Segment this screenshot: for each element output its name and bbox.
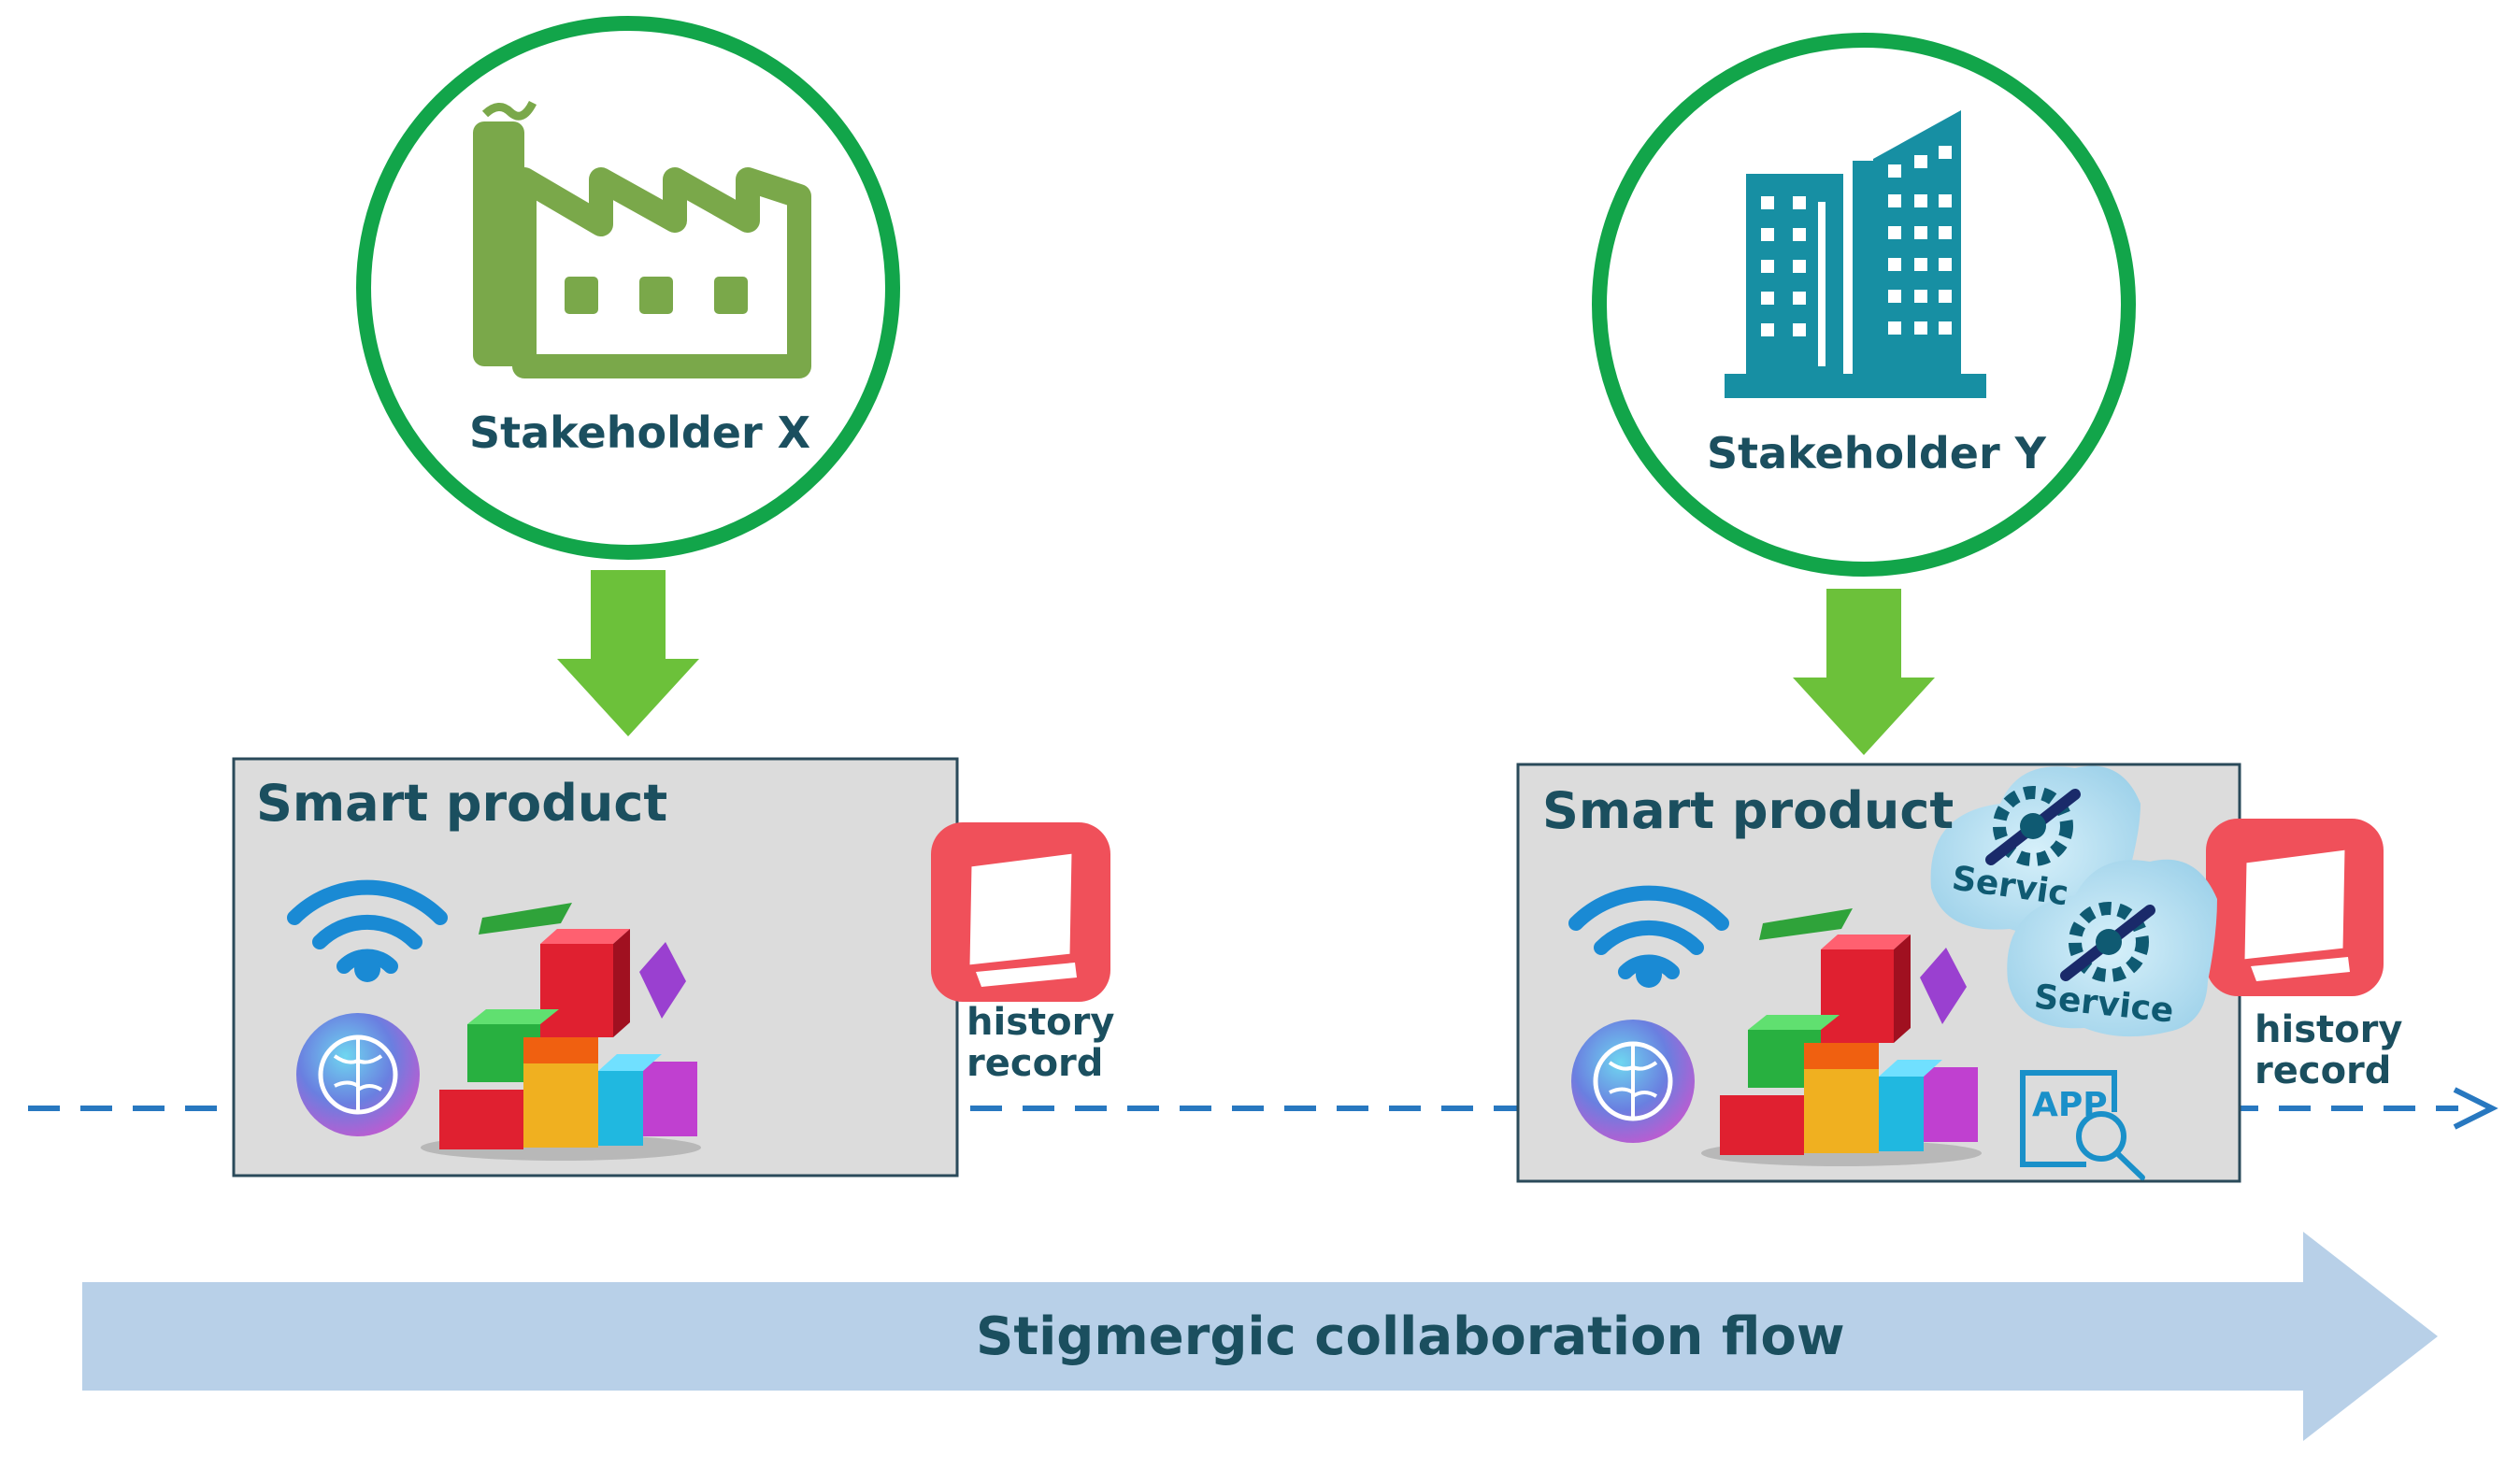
stakeholder-y-label: Stakeholder Y [1707, 428, 2046, 478]
wifi-icon [1568, 885, 1729, 988]
stakeholder-x-circle [356, 16, 900, 560]
ai-brain-icon [1571, 1020, 1695, 1143]
app-label: APP [2032, 1086, 2108, 1124]
stakeholder-x-label: Stakeholder X [469, 407, 811, 458]
timeline-arrowhead [2453, 1087, 2499, 1130]
collaboration-flow-arrow [82, 1232, 2438, 1441]
app-search-icon [2020, 1070, 2145, 1180]
office-building-icon [1725, 110, 1986, 398]
collaboration-flow-label: Stigmergic collaboration flow [976, 1306, 1845, 1367]
factory-icon [473, 100, 811, 378]
history-record-label: history record [2255, 1008, 2403, 1092]
history-record-icon [931, 822, 1110, 1002]
smart-product-title: Smart product [1542, 781, 1954, 840]
wifi-icon [287, 879, 448, 982]
history-record-label: history record [966, 1001, 1115, 1085]
blocks-icon [1701, 908, 1982, 1166]
service-cloud-icon [2007, 859, 2217, 1037]
history-record-icon [2206, 819, 2384, 996]
down-arrow-y [1793, 589, 1935, 755]
ai-brain-icon [296, 1013, 420, 1136]
down-arrow-x [557, 570, 699, 736]
smart-product-title: Smart product [256, 774, 668, 833]
blocks-icon [421, 903, 701, 1161]
